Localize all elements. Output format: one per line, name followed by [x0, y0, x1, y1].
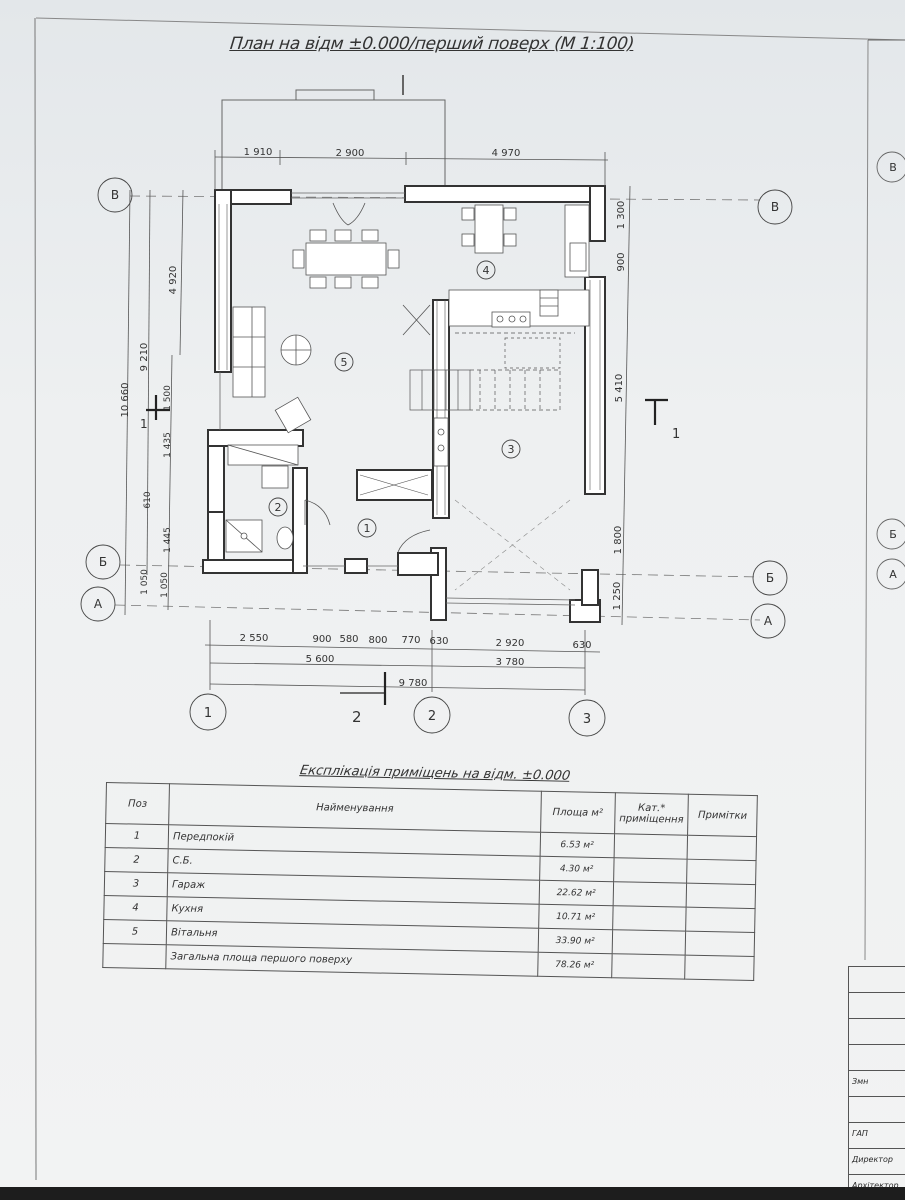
svg-text:3: 3	[508, 443, 515, 456]
axis-label-v-right: В	[771, 200, 779, 214]
section-label-2: 2	[352, 708, 362, 726]
section-label-left: 1	[140, 417, 148, 431]
section-marks	[146, 395, 668, 705]
axis-label-1: 1	[204, 706, 212, 721]
svg-text:610: 610	[143, 491, 153, 508]
svg-text:1 435: 1 435	[163, 432, 173, 458]
right-dimensions: 1 300 900 5 410 1 800 1 250	[612, 185, 631, 626]
axis-label-a-right: А	[764, 614, 773, 628]
svg-text:4: 4	[483, 264, 490, 277]
axis-label-b-right: Б	[766, 571, 774, 585]
dim-left-mid: 9 210	[139, 343, 150, 372]
axis-label-b-left: Б	[99, 555, 107, 569]
axis-label-3: 3	[583, 712, 591, 727]
room-marker-2: 2	[268, 497, 288, 517]
svg-text:2 550: 2 550	[240, 633, 269, 644]
dim-left-upper: 4 920	[168, 266, 179, 295]
section-label-1: 1	[672, 427, 680, 442]
svg-text:В: В	[889, 161, 897, 174]
top-dimensions: 1 910 2 900 4 970	[214, 147, 609, 190]
svg-text:5: 5	[341, 356, 348, 369]
axis-label-2: 2	[428, 709, 436, 724]
header-pos: Поз	[105, 782, 170, 825]
stamp-gap: ГАП	[852, 1129, 868, 1138]
room-marker-4: 4	[476, 260, 496, 280]
dining-table	[292, 229, 400, 289]
room-markers: 1 2 3 4 5	[268, 260, 521, 538]
stamp-change: Змн	[852, 1077, 869, 1086]
kitchen-table	[461, 204, 517, 254]
adjacent-sheet-axes	[876, 151, 905, 590]
svg-text:580: 580	[339, 634, 358, 645]
svg-text:9 780: 9 780	[399, 678, 428, 689]
svg-text:900: 900	[616, 252, 627, 271]
dim-left-outer: 10 660	[120, 383, 131, 418]
svg-text:А: А	[889, 568, 897, 581]
svg-text:1 300: 1 300	[616, 201, 627, 230]
stamp-architect: Архітектор	[852, 1181, 899, 1190]
svg-text:1 800: 1 800	[613, 526, 624, 555]
room-marker-3: 3	[501, 439, 521, 459]
left-dimensions	[124, 189, 184, 616]
kitchen-counter	[448, 204, 590, 328]
svg-text:1: 1	[364, 522, 371, 535]
exterior-walls	[202, 185, 606, 623]
svg-text:2 900: 2 900	[336, 148, 365, 159]
svg-text:900: 900	[312, 634, 331, 645]
room-marker-5: 5	[334, 352, 354, 372]
svg-text:1 250: 1 250	[612, 582, 623, 611]
axis-label-a-left: А	[94, 597, 103, 611]
room-marker-1: 1	[357, 518, 377, 538]
header-area: Площа м²	[540, 791, 616, 834]
axis-label-v-left: В	[111, 188, 119, 202]
terrace-outline	[221, 75, 446, 190]
svg-text:800: 800	[368, 635, 387, 646]
doors	[304, 202, 431, 553]
header-category: Кат.* приміщення	[614, 792, 689, 836]
svg-text:630: 630	[429, 636, 448, 647]
svg-text:4 970: 4 970	[492, 148, 521, 159]
svg-text:5 410: 5 410	[614, 374, 625, 403]
svg-text:2 920: 2 920	[496, 638, 525, 649]
total-area: 78.26 м²	[537, 952, 613, 978]
bottom-dimensions: 2 550 900 580 800 770 630 2 920 630 5 60…	[204, 620, 601, 695]
explication-table: Поз Найменування Площа м² Кат.* приміщен…	[102, 782, 758, 981]
svg-text:1 050: 1 050	[140, 569, 150, 595]
svg-text:630: 630	[572, 640, 591, 651]
title-block-fragment: Змн ГАП Директор Архітектор	[848, 966, 905, 1200]
svg-text:3 780: 3 780	[496, 657, 525, 668]
svg-text:2: 2	[275, 501, 282, 514]
svg-text:1 445: 1 445	[163, 527, 173, 553]
svg-text:Б: Б	[889, 528, 897, 541]
svg-text:1 050: 1 050	[160, 572, 170, 598]
photo-edge	[0, 1187, 905, 1200]
windows	[219, 192, 576, 606]
stamp-director: Директор	[852, 1155, 893, 1164]
header-notes: Примітки	[687, 794, 758, 837]
staircase	[409, 332, 575, 411]
svg-text:1 910: 1 910	[244, 147, 273, 158]
bathroom-fixtures	[225, 417, 449, 553]
grid-axis-bubbles	[80, 177, 793, 737]
svg-text:5 600: 5 600	[306, 654, 335, 665]
living-furniture	[232, 306, 312, 434]
garage-car-outline	[454, 499, 571, 591]
svg-text:770: 770	[401, 635, 420, 646]
svg-text:1 500: 1 500	[163, 385, 173, 411]
